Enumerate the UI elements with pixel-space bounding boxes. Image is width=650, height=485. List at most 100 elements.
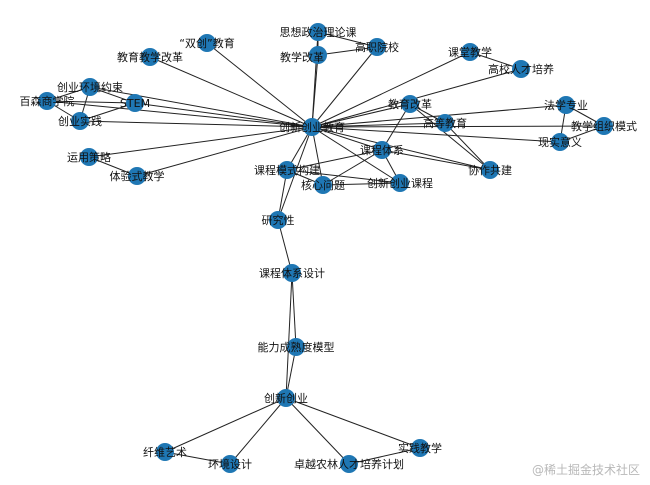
edge-core-xiezuo — [311, 126, 491, 171]
node-layer — [38, 23, 613, 473]
node-chuangxinkecheng — [391, 174, 409, 192]
node-huanjing — [81, 78, 99, 96]
node-sizheng — [309, 23, 327, 41]
edge-chuangye-zhuoyue — [285, 397, 350, 465]
node-label-gaodeng: 高等教育 — [423, 116, 467, 130]
edge-sheji-chuangye — [285, 272, 293, 399]
node-label-shijianjiaoxue: 实践教学 — [398, 441, 442, 455]
node-gaodeng — [436, 114, 454, 132]
node-chuangye — [277, 389, 295, 407]
node-label-ketang: 课堂教学 — [448, 45, 492, 59]
edge-yanjiu-sheji — [277, 219, 293, 274]
node-hexin — [314, 176, 332, 194]
edge-core-baisen — [46, 100, 313, 128]
edge-core-xianshi — [311, 126, 561, 143]
node-jiaoyugaige — [401, 95, 419, 113]
edge-sheji-nengli — [291, 272, 297, 348]
node-ketang — [461, 43, 479, 61]
edge-chuangye-huanjingsheji — [229, 397, 287, 465]
node-shijianjiaoxue — [411, 439, 429, 457]
watermark: @稀土掘金技术社区 — [532, 462, 640, 477]
edge-jiaoxuegaige-gaozhi — [317, 46, 378, 56]
edge-core-jiaoyujiaoxue — [149, 56, 313, 128]
node-tiyan — [128, 167, 146, 185]
node-nengli — [287, 338, 305, 356]
node-label-yanjiu: 研究性 — [262, 213, 295, 227]
edge-core-gaodeng — [311, 122, 446, 128]
node-label-huanjing: 创业环境约束 — [57, 80, 123, 94]
edge-core-jiaoxuegaige — [311, 54, 319, 128]
edge-core-shuangchuang — [206, 42, 313, 128]
node-label-faxue: 法学专业 — [544, 98, 588, 112]
edge-core-tiyan — [136, 126, 313, 177]
edge-core-faxue — [311, 104, 567, 128]
node-label-kechengtixi: 课程体系 — [360, 143, 404, 157]
edge-core-zuhe — [311, 125, 605, 128]
node-xianwei — [156, 443, 174, 461]
node-shijian — [71, 112, 89, 130]
node-label-baisen: 百森商学院 — [20, 94, 75, 108]
edge-kechengtixi-hexin — [322, 149, 383, 186]
node-zhuoyue — [340, 455, 358, 473]
node-xiezuo — [481, 161, 499, 179]
node-label-yunyong: 运用策略 — [67, 150, 111, 164]
edge-core-ketang — [311, 51, 471, 128]
edge-chuangye-xianwei — [164, 397, 287, 453]
node-core — [303, 118, 321, 136]
edge-stem-shijian — [79, 102, 136, 122]
node-label-huanjingsheji: 环境设计 — [208, 457, 252, 471]
edge-core-huanjing — [89, 86, 313, 128]
edge-hexin-chuangxinkecheng — [322, 182, 401, 186]
edge-core-jiaoyugaige — [311, 103, 411, 128]
edge-kechengtixi-moshi — [286, 149, 383, 171]
node-label-nengli: 能力成熟度模型 — [258, 340, 335, 354]
edge-core-shijian — [79, 120, 313, 128]
node-baisen — [38, 92, 56, 110]
edge-core-gaozhi — [311, 46, 378, 128]
node-kechengtixi — [373, 141, 391, 159]
node-gaozhi — [368, 38, 386, 56]
node-moshi — [278, 161, 296, 179]
node-label-rencai: 高校人才培养 — [488, 62, 554, 76]
node-label-xiezuo: 协作共建 — [468, 163, 512, 177]
node-label-jiaoyujiaoxue: 教育教学改革 — [117, 50, 183, 64]
node-label-shuangchuang: “双创”教育 — [179, 36, 234, 50]
edge-chuangye-shijianjiaoxue — [285, 397, 421, 449]
node-jiaoyujiaoxue — [141, 48, 159, 66]
node-sheji — [283, 264, 301, 282]
node-label-hexin: 核心问题 — [301, 178, 345, 192]
node-jiaoxuegaige — [309, 46, 327, 64]
edge-core-kechengtixi — [311, 126, 383, 151]
edge-zhuoyue-shijianjiaoxue — [348, 447, 421, 465]
node-label-jiaoyugaige: 教育改革 — [388, 97, 432, 111]
node-label-moshi: 课程模式构建 — [254, 163, 320, 177]
edge-sizheng-gaozhi — [317, 31, 378, 48]
node-yunyong — [80, 148, 98, 166]
node-huanjingsheji — [221, 455, 239, 473]
node-label-chuangye: 创新创业 — [264, 391, 308, 405]
node-label-tiyan: 体验式教学 — [110, 169, 165, 183]
node-label-zuhe: 教学组织模式 — [571, 119, 637, 133]
edge-core-hexin — [311, 126, 324, 186]
node-label-chuangxinkecheng: 创新创业课程 — [367, 176, 433, 190]
label-layer: 创新创业教育“双创”教育思想政治理论课高职院校教学改革教育教学改革课堂教学高校人… — [20, 25, 638, 471]
edge-baisen-stem — [46, 100, 136, 104]
edge-core-stem — [134, 102, 313, 128]
edge-core-yunyong — [88, 126, 313, 158]
node-label-sheji: 课程体系设计 — [259, 266, 325, 280]
node-shuangchuang — [198, 34, 216, 52]
edge-moshi-chuangxinkecheng — [286, 169, 401, 184]
node-label-core: 创新创业教育 — [279, 120, 345, 134]
node-label-xianwei: 纤维艺术 — [143, 446, 187, 459]
node-xianshi — [551, 133, 569, 151]
node-rencai — [512, 60, 530, 78]
node-label-sizheng: 思想政治理论课 — [280, 25, 357, 39]
node-faxue — [557, 96, 575, 114]
node-label-xianshi: 现实意义 — [538, 135, 582, 149]
node-zuhe — [595, 117, 613, 135]
node-stem — [126, 94, 144, 112]
node-label-jiaoxuegaige: 教学改革 — [280, 50, 324, 64]
node-label-stem: STEM — [120, 97, 150, 110]
node-yanjiu — [269, 211, 287, 229]
